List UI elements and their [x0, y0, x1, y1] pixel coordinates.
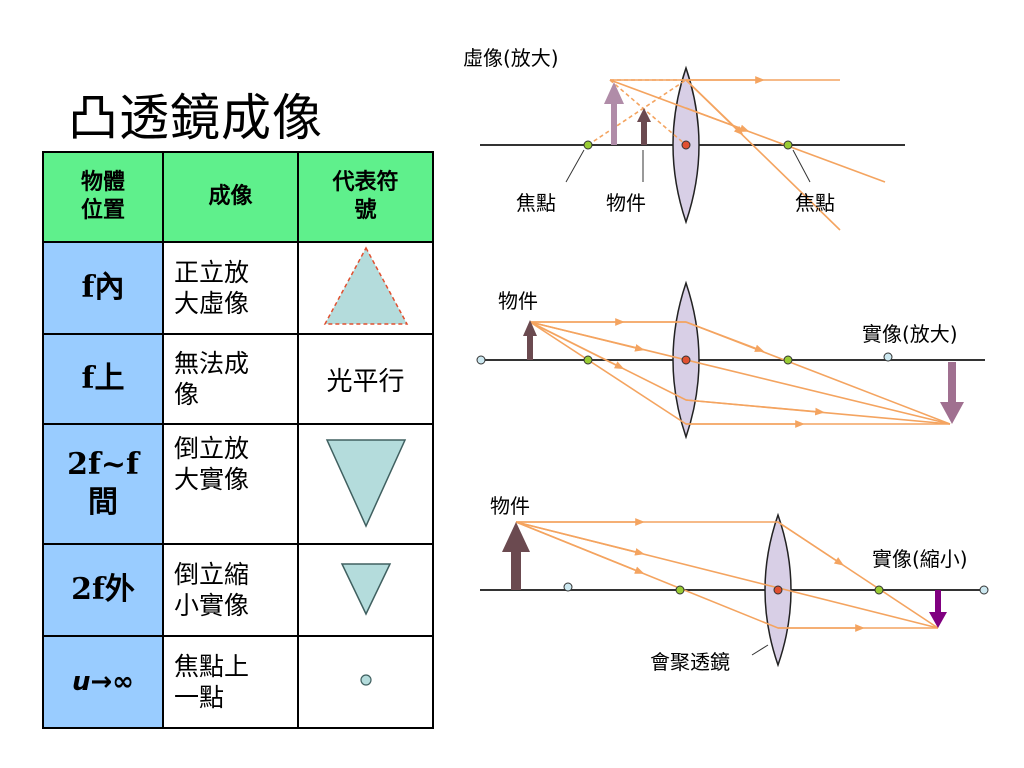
position-cell: f上: [42, 333, 164, 425]
light-rays: [529, 318, 951, 428]
focus-point: [583, 355, 593, 365]
light-rays: [515, 518, 939, 632]
dot-icon: [359, 674, 372, 686]
object-label: 物件: [498, 289, 538, 313]
virtual-image-label: 虛像(放大): [463, 46, 559, 70]
triangle-down-small-icon: [340, 563, 391, 616]
real-image-label: 實像(放大): [862, 322, 958, 346]
table-header-row: 物體位置 成像 代表符號: [42, 151, 434, 243]
position-text: f內: [81, 270, 125, 305]
label-leader: [792, 149, 811, 183]
label-leader: [751, 644, 769, 656]
image-cell: 倒立放大實像: [162, 423, 299, 545]
table-row: 2f外 倒立縮小實像: [42, 543, 434, 637]
image-line2: 一點: [174, 683, 225, 712]
diagram-real-image-reduced: [480, 512, 989, 668]
object-arrow: [502, 522, 530, 590]
position-cell: 2f外: [42, 543, 164, 637]
position-text: u→∞: [72, 667, 134, 697]
header-object-position-line1: 物體: [80, 170, 125, 195]
real-image-arrow: [940, 362, 964, 424]
image-line2: 小實像: [174, 591, 250, 620]
image-line1: 焦點上: [174, 652, 250, 681]
object-arrow: [523, 320, 537, 360]
double-focus-point: [979, 585, 989, 595]
focus-point: [583, 140, 593, 150]
double-focus-point: [563, 582, 573, 592]
position-text: 2f外: [71, 572, 135, 607]
real-image-label: 實像(縮小): [872, 547, 968, 571]
header-image: 成像: [162, 151, 299, 243]
page-title: 凸透鏡成像: [68, 89, 323, 147]
image-cell: 倒立縮小實像: [162, 543, 299, 637]
triangle-down-large-icon: [325, 439, 406, 528]
header-symbol-line2: 號: [354, 198, 377, 223]
double-focus-point: [476, 355, 486, 365]
lens-center-point: [681, 355, 691, 365]
symbol-cell: [297, 543, 434, 637]
image-cell: 無法成像: [162, 333, 299, 425]
lens-center-point: [773, 585, 783, 595]
header-symbol: 代表符號: [297, 151, 434, 243]
light-rays: [587, 76, 886, 231]
image-line2: 像: [174, 380, 200, 409]
image-line1: 倒立放: [174, 434, 250, 463]
image-line1: 正立放: [174, 258, 250, 287]
focus-point: [783, 355, 793, 365]
image-cell: 正立放大虛像: [162, 241, 299, 335]
object-label: 物件: [606, 191, 646, 215]
lens-center-point: [681, 140, 691, 150]
position-line2: 間: [88, 485, 118, 520]
focus-label: 焦點: [516, 191, 556, 215]
double-focus-point: [883, 352, 893, 362]
real-image-arrow: [929, 590, 947, 628]
focus-label: 焦點: [795, 191, 835, 215]
image-line1: 倒立縮: [174, 560, 250, 589]
focus-point: [783, 140, 793, 150]
image-cell: 焦點上一點: [162, 635, 299, 729]
header-symbol-line1: 代表符: [332, 170, 399, 195]
header-object-position-line2: 位置: [80, 198, 125, 223]
position-text: f上: [81, 361, 125, 396]
table-row: u→∞ 焦點上一點: [42, 635, 434, 729]
image-line2: 大虛像: [174, 289, 250, 318]
lens-label: 會聚透鏡: [650, 650, 730, 674]
symbol-cell: [297, 423, 434, 545]
symbol-cell: [297, 635, 434, 729]
image-line1: 無法成: [174, 349, 250, 378]
table-row: f內 正立放大虛像: [42, 241, 434, 335]
diagram-virtual-image: [480, 65, 905, 231]
symbol-cell: 光平行: [297, 333, 434, 425]
diagram-real-image-enlarged: [476, 280, 985, 440]
virtual-image-arrow: [604, 82, 624, 145]
symbol-cell: [297, 241, 434, 335]
label-leader: [565, 149, 585, 183]
object-label: 物件: [490, 494, 530, 518]
triangle-up-icon: [323, 246, 408, 325]
focus-point: [874, 585, 884, 595]
focus-point: [675, 585, 685, 595]
image-line2: 大實像: [174, 465, 250, 494]
header-object-position: 物體位置: [42, 151, 164, 243]
position-cell: f內: [42, 241, 164, 335]
position-line1: 2f~f: [67, 447, 139, 482]
table-row: f上 無法成像 光平行: [42, 333, 434, 425]
position-cell: u→∞: [42, 635, 164, 729]
object-arrow: [637, 108, 651, 145]
